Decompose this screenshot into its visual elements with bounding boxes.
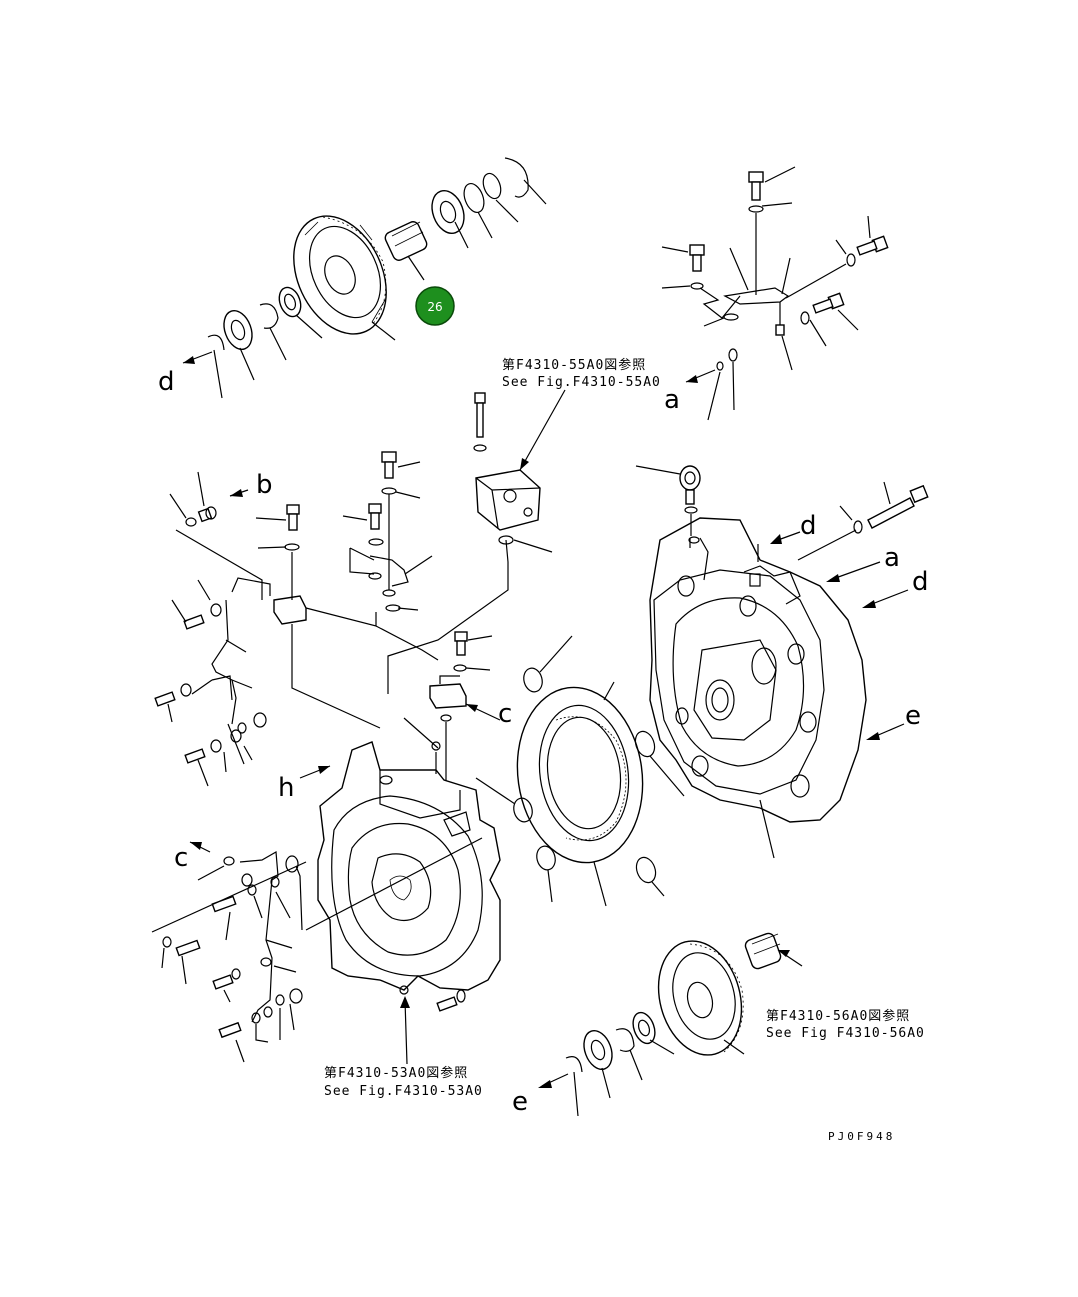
ref-fig55-en: See Fig.F4310-55A0	[502, 375, 661, 390]
label-a-top: a	[664, 385, 680, 415]
left-housing	[299, 717, 501, 1065]
right-housing	[635, 465, 929, 859]
left-pipe-b	[154, 471, 271, 787]
label-e-bottom: e	[512, 1087, 528, 1117]
top-gear-assembly	[182, 157, 547, 399]
ring-gear	[475, 635, 685, 907]
label-d-right1: d	[800, 511, 817, 541]
label-h: h	[278, 773, 294, 803]
label-c-left: c	[174, 843, 188, 873]
ref-fig56-en: See Fig F4310-56A0	[766, 1026, 925, 1041]
drawing-code: PJ0F948	[828, 1130, 895, 1143]
left-lower-pipe	[151, 841, 307, 1063]
label-a-right: a	[884, 543, 900, 573]
label-d-right2: d	[912, 567, 929, 597]
label-e-right: e	[905, 701, 921, 731]
center-pipes	[175, 451, 553, 800]
ref-fig53-en: See Fig.F4310-53A0	[324, 1084, 483, 1099]
label-c-mid: c	[498, 699, 512, 729]
valve-block	[473, 389, 566, 531]
callout-26[interactable]: 26	[415, 286, 455, 326]
label-d-top: d	[158, 367, 175, 397]
callout-number: 26	[427, 300, 442, 314]
ref-fig55-jp: 第F4310-55A0図参照	[502, 357, 646, 373]
top-right-bolts	[661, 166, 889, 421]
ref-fig56-jp: 第F4310-56A0図参照	[766, 1008, 910, 1024]
bottom-gear-assembly	[538, 932, 803, 1117]
ref-fig53-jp: 第F4310-53A0図参照	[324, 1065, 468, 1081]
label-b: b	[256, 470, 273, 500]
